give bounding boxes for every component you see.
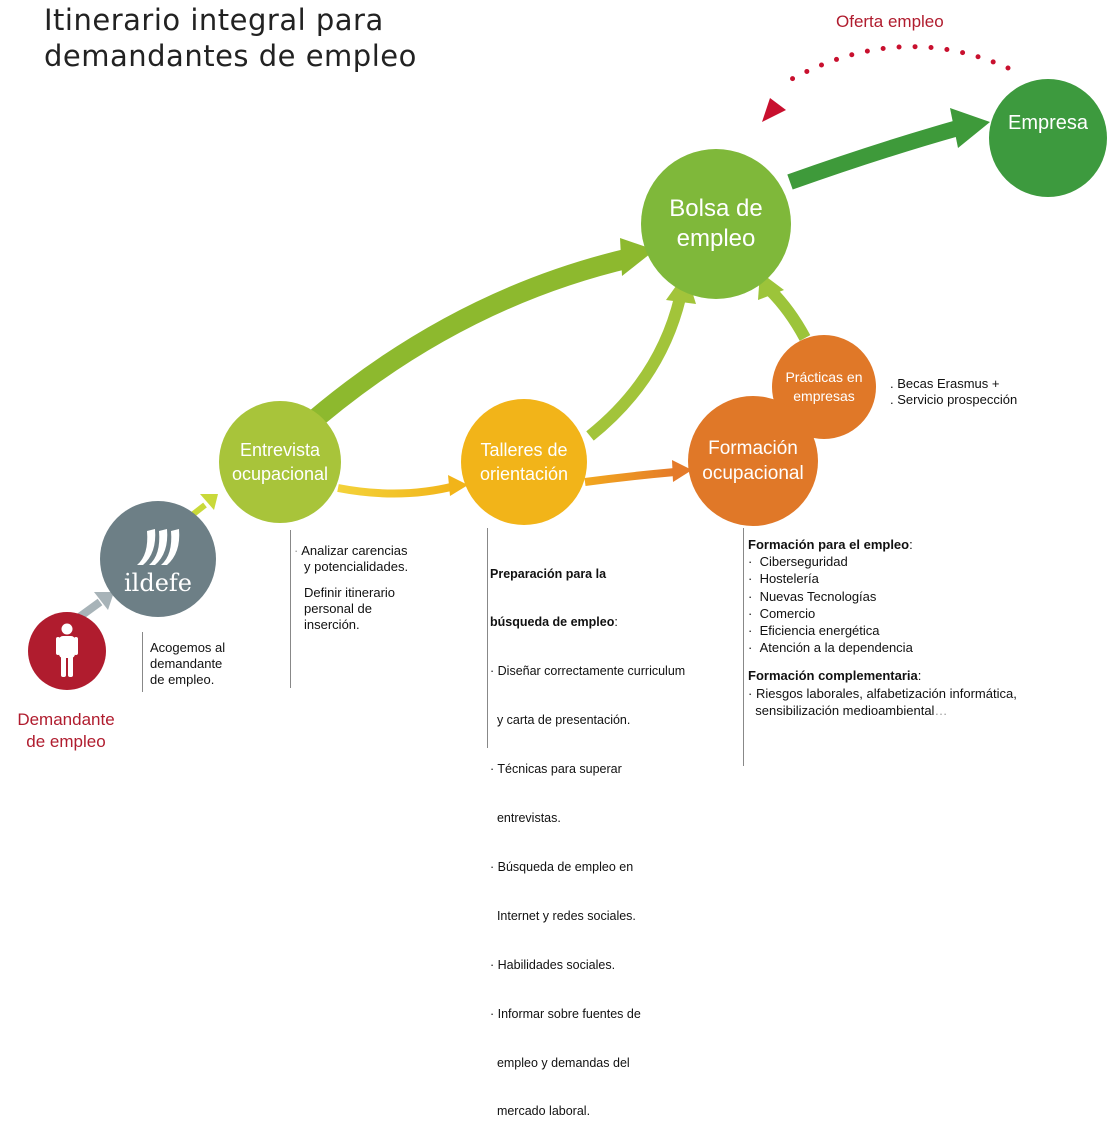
entrevista-line-2: ocupacional <box>231 464 329 484</box>
talleres-heading-1: Preparación para la <box>490 566 607 581</box>
formacion-item-2: · Nuevas Tecnologías <box>748 588 877 604</box>
formacion-heading-2: Formación complementaria: <box>748 668 922 684</box>
talleres-item-6: · Habilidades sociales. <box>490 957 616 972</box>
talleres-heading-2: búsqueda de empleo: <box>490 615 618 630</box>
arrow-entrevista-talleres <box>337 482 456 498</box>
formacion-comp-2: sensibilización medioambiental… <box>755 702 948 718</box>
entrevista-node: Entrevista ocupacional <box>219 401 341 523</box>
demandante-node <box>28 612 106 690</box>
formacion-description: Formación para el empleo: · Cibersegurid… <box>748 536 1017 719</box>
practicas-line-2: empresas <box>793 388 855 404</box>
bolsa-line-1: Bolsa de <box>669 195 763 222</box>
arrow-entrevista-talleres-head <box>448 475 468 496</box>
bolsa-line-2: empleo <box>676 225 756 252</box>
empresa-label: Empresa <box>1007 111 1089 134</box>
page-title: Itinerario integral para demandantes de … <box>44 2 417 74</box>
ildefe-desc-3: de empleo. <box>150 672 215 687</box>
talleres-line-2: orientación <box>479 464 569 484</box>
oferta-empleo-label: Oferta empleo <box>836 12 944 31</box>
talleres-item-5: Internet y redes sociales. <box>490 908 636 923</box>
practicas-note-1: . Becas Erasmus + <box>890 376 1000 391</box>
practicas-node: Prácticas en empresas <box>772 335 876 439</box>
ildefe-logo-text: ildefe <box>123 569 192 597</box>
arrow-practicas-bolsa <box>765 285 811 341</box>
arrow-talleres-formacion-head <box>672 460 692 482</box>
talleres-item-9: mercado laboral. <box>490 1104 591 1119</box>
formacion-node: Formación ocupacional <box>688 396 818 526</box>
formacion-line-1: Formación <box>708 438 798 459</box>
arrow-oferta-head <box>762 98 786 122</box>
entrevista-desc-2c: inserción. <box>304 617 360 632</box>
formacion-desc-line <box>743 528 744 766</box>
entrevista-desc-line <box>290 530 291 688</box>
entrevista-desc-2b: personal de <box>304 601 372 616</box>
arrow-talleres-formacion <box>584 468 676 486</box>
title-line-2: demandantes de empleo <box>44 39 417 73</box>
formacion-item-5: · Atención a la dependencia <box>748 640 913 656</box>
talleres-description: Preparación para la búsqueda de empleo: … <box>490 533 685 1136</box>
talleres-item-3: entrevistas. <box>490 811 561 826</box>
formacion-item-3: · Comercio <box>748 605 816 621</box>
formacion-item-0: · Ciberseguridad <box>748 554 848 570</box>
arrow-ildefe-entrevista-head <box>200 494 218 510</box>
ildefe-desc-line <box>142 632 143 692</box>
entrevista-description: · Analizar carencias y potencialidades. … <box>294 543 408 633</box>
formacion-heading: Formación para el empleo: <box>748 537 913 552</box>
entrevista-desc-2a: Definir itinerario <box>304 585 396 600</box>
talleres-line-1: Talleres de <box>480 440 568 460</box>
person-icon <box>56 623 78 677</box>
ildefe-node: ildefe <box>100 501 216 617</box>
practicas-note-2: . Servicio prospección <box>890 392 1018 407</box>
arrow-entrevista-bolsa <box>293 248 633 440</box>
demandante-label-line-2: de empleo <box>26 732 106 751</box>
formacion-item-1: · Hostelería <box>748 571 819 587</box>
entrevista-desc-1b: y potencialidades. <box>304 559 409 574</box>
ildefe-description: Acogemos al demandante de empleo. <box>150 640 225 688</box>
title-line-1: Itinerario integral para <box>44 3 384 37</box>
demandante-label-line-1: Demandante <box>17 710 115 729</box>
practicas-notes: . Becas Erasmus + . Servicio prospección <box>890 376 1017 408</box>
talleres-item-8: empleo y demandas del <box>490 1055 630 1070</box>
ildefe-desc-1: Acogemos al <box>150 640 226 655</box>
talleres-item-2: · Técnicas para superar <box>490 762 622 777</box>
entrevista-desc-1a: · Analizar carencias <box>294 543 408 558</box>
talleres-node: Talleres de orientación <box>461 399 587 525</box>
empresa-node: Empresa <box>989 79 1107 197</box>
talleres-item-1: y carta de presentación. <box>490 713 631 728</box>
arrow-bolsa-empresa-head <box>950 108 990 148</box>
formacion-line-2: ocupacional <box>702 463 804 484</box>
arrow-bolsa-empresa <box>787 120 961 190</box>
practicas-line-1: Prácticas en <box>785 369 863 385</box>
talleres-desc-line <box>487 528 488 748</box>
formacion-item-4: · Eficiencia energética <box>748 623 880 639</box>
talleres-item-7: · Informar sobre fuentes de <box>490 1006 641 1021</box>
arrow-demandante-ildefe-head <box>94 592 114 610</box>
ildefe-logo-icon <box>137 529 180 565</box>
talleres-item-4: · Búsqueda de empleo en <box>490 859 634 874</box>
arrow-talleres-bolsa <box>586 296 686 441</box>
entrevista-line-1: Entrevista <box>239 440 321 460</box>
formacion-comp-1: · Riesgos laborales, alfabetización info… <box>748 685 1017 701</box>
demandante-label: Demandante de empleo <box>8 709 124 753</box>
bolsa-node: Bolsa de empleo <box>641 149 791 299</box>
arrow-oferta-dotted <box>787 44 1011 83</box>
talleres-item-0: · Diseñar correctamente curriculum <box>490 664 686 679</box>
ildefe-desc-2: demandante <box>150 656 223 671</box>
